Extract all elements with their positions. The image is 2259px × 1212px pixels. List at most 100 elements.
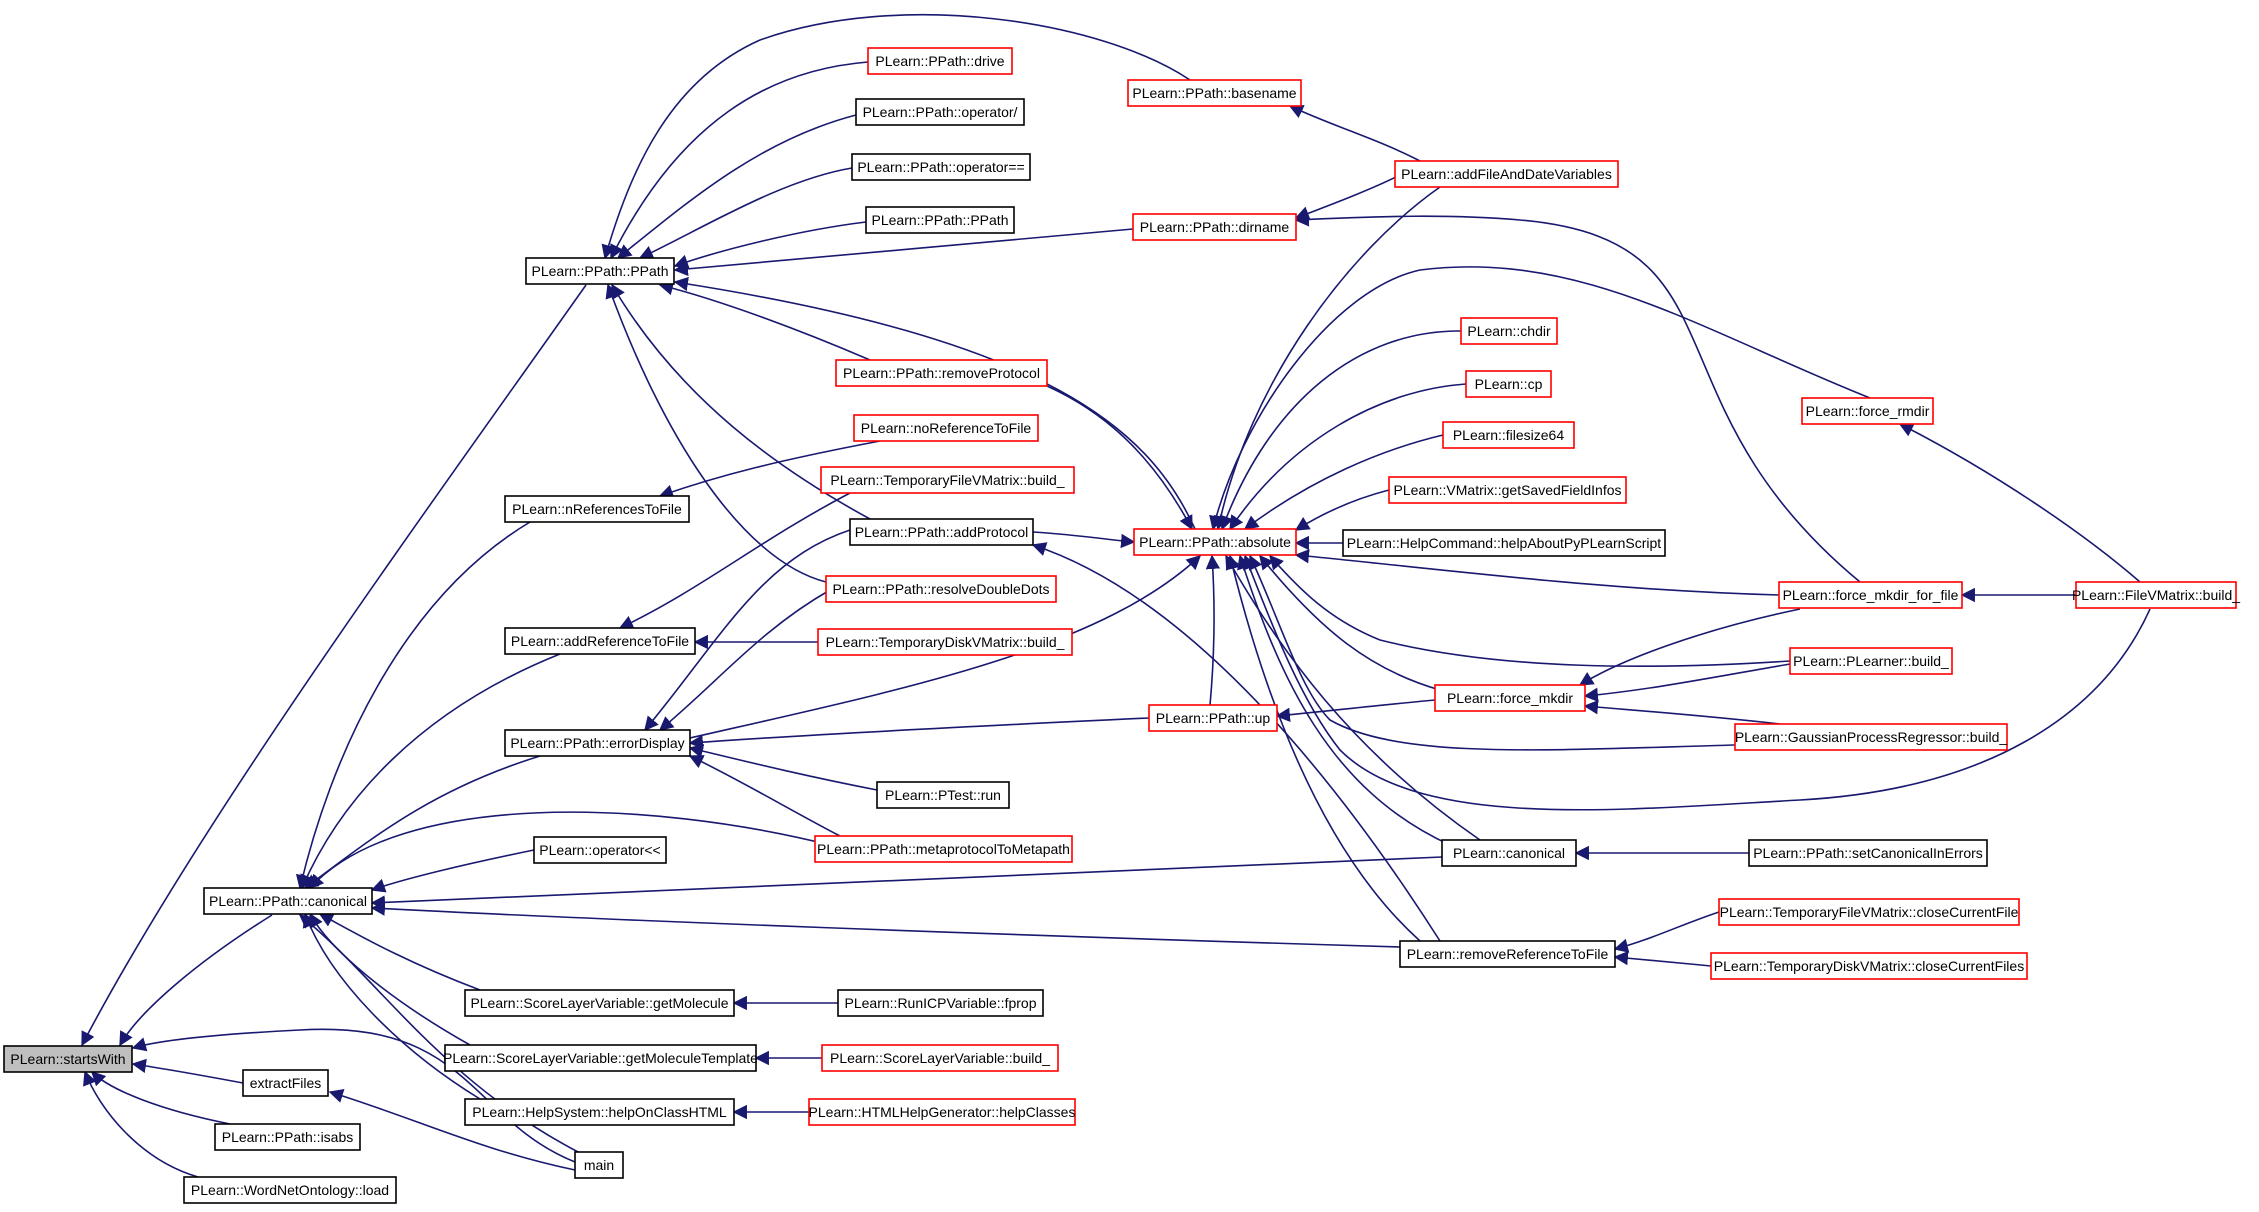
node-removeproto[interactable]: PLearn::PPath::removeProtocol	[835, 359, 1048, 387]
edge-addproto-to-ppath_ppath	[611, 283, 871, 520]
edge-ppath_ppath-to-startsWith	[81, 284, 587, 1047]
node-label: PLearn::PPath::operator/	[863, 104, 1018, 120]
node-tmpfile_build[interactable]: PLearn::TemporaryFileVMatrix::build_	[820, 466, 1075, 494]
node-force_mkdir_file[interactable]: PLearn::force_mkdir_for_file	[1778, 581, 1963, 609]
node-ptest_run[interactable]: PLearn::PTest::run	[876, 781, 1010, 809]
node-box	[203, 887, 373, 915]
node-box	[1441, 839, 1577, 867]
edge-getmoltpl-to-ppath_canonical	[309, 912, 471, 1046]
node-nrefs[interactable]: PLearn::nReferencesToFile	[504, 495, 690, 523]
node-label: PLearn::removeReferenceToFile	[1407, 946, 1609, 962]
node-removeref[interactable]: PLearn::removeReferenceToFile	[1399, 940, 1616, 968]
node-tmpdisk_build[interactable]: PLearn::TemporaryDiskVMatrix::build_	[817, 628, 1073, 656]
nodes: PLearn::startsWithPLearn::PPath::PPathPL…	[3, 47, 2240, 1204]
node-getmoltpl[interactable]: PLearn::ScoreLayerVariable::getMoleculeT…	[443, 1044, 758, 1072]
node-box	[835, 359, 1048, 387]
node-tmpfile_close[interactable]: PLearn::TemporaryFileVMatrix::closeCurre…	[1718, 898, 2020, 926]
edge-force_mkdir_file-to-force_mkdir	[1578, 608, 1801, 686]
edge-opeq-to-ppath_ppath	[638, 167, 853, 260]
node-label: PLearn::WordNetOntology::load	[191, 1182, 389, 1198]
node-setcanon[interactable]: PLearn::PPath::setCanonicalInErrors	[1748, 839, 1988, 867]
edge-force_mkdir-to-absolute	[1259, 554, 1441, 691]
node-label: PLearn::PPath::basename	[1132, 85, 1296, 101]
node-box	[3, 1045, 133, 1073]
node-cp[interactable]: PLearn::cp	[1465, 370, 1552, 398]
node-main[interactable]: main	[574, 1151, 624, 1179]
node-box	[814, 835, 1073, 863]
node-addfiledate[interactable]: PLearn::addFileAndDateVariables	[1394, 160, 1619, 188]
node-label: PLearn::TemporaryFileVMatrix::closeCurre…	[1720, 904, 2019, 920]
node-box	[214, 1123, 361, 1151]
node-box	[533, 836, 667, 864]
node-filevmat_build[interactable]: PLearn::FileVMatrix::build_	[2072, 581, 2240, 609]
node-box	[504, 729, 691, 757]
edge-filevmat_build-to-force_rmdir	[1898, 423, 2141, 583]
node-norefs[interactable]: PLearn::noReferenceToFile	[853, 414, 1039, 442]
node-box	[851, 153, 1031, 181]
edge-extractFiles-to-startsWith	[131, 1058, 244, 1084]
edge-ppath_isabs-to-startsWith	[90, 1070, 231, 1125]
node-absolute[interactable]: PLearn::PPath::absolute	[1133, 528, 1297, 556]
node-metaproto[interactable]: PLearn::PPath::metaprotocolToMetapath	[814, 835, 1073, 863]
node-scorelayer_build[interactable]: PLearn::ScoreLayerVariable::build_	[821, 1044, 1059, 1072]
node-errordisplay[interactable]: PLearn::PPath::errorDisplay	[504, 729, 691, 757]
node-ppath_isabs[interactable]: PLearn::PPath::isabs	[214, 1123, 361, 1151]
node-opeq[interactable]: PLearn::PPath::operator==	[851, 153, 1031, 181]
node-getmol[interactable]: PLearn::ScoreLayerVariable::getMolecule	[464, 989, 735, 1017]
node-ppath_up[interactable]: PLearn::PPath::up	[1148, 704, 1278, 732]
node-plearner_build[interactable]: PLearn::PLearner::build_	[1789, 647, 1953, 675]
node-ppath_ppath2[interactable]: PLearn::PPath::PPath	[865, 206, 1015, 234]
node-getsaved[interactable]: PLearn::VMatrix::getSavedFieldInfos	[1388, 476, 1627, 504]
node-box	[1789, 647, 1953, 675]
edge-canonical_fn-to-absolute	[1225, 554, 1481, 841]
node-addref[interactable]: PLearn::addReferenceToFile	[504, 627, 696, 655]
node-label: PLearn::force_rmdir	[1806, 403, 1930, 419]
node-startsWith[interactable]: PLearn::startsWith	[3, 1045, 133, 1073]
node-box	[2075, 581, 2237, 609]
node-box	[1734, 723, 2008, 751]
node-extractFiles[interactable]: extractFiles	[242, 1069, 329, 1097]
node-box	[1778, 581, 1963, 609]
node-filesize64[interactable]: PLearn::filesize64	[1442, 421, 1575, 449]
node-box	[504, 627, 696, 655]
node-drive[interactable]: PLearn::PPath::drive	[867, 47, 1013, 75]
node-box	[525, 257, 675, 285]
node-opshift[interactable]: PLearn::operator<<	[533, 836, 667, 864]
node-chdir[interactable]: PLearn::chdir	[1460, 317, 1558, 345]
node-ppath_ppath[interactable]: PLearn::PPath::PPath	[525, 257, 675, 285]
node-dirname[interactable]: PLearn::PPath::dirname	[1132, 213, 1297, 241]
node-canonical_fn[interactable]: PLearn::canonical	[1441, 839, 1577, 867]
node-box	[849, 518, 1034, 546]
edge-ppath_ppath2-to-ppath_ppath	[673, 221, 867, 269]
node-label: PLearn::PPath::drive	[875, 53, 1004, 69]
node-box	[855, 98, 1025, 126]
edge-drive-to-ppath_ppath	[610, 61, 869, 260]
node-basename[interactable]: PLearn::PPath::basename	[1127, 79, 1302, 107]
edge-dirname-to-ppath_ppath	[673, 228, 1134, 277]
node-helpabout[interactable]: PLearn::HelpCommand::helpAboutPyPLearnSc…	[1342, 529, 1666, 557]
node-box	[1465, 370, 1552, 398]
node-force_rmdir[interactable]: PLearn::force_rmdir	[1801, 397, 1934, 425]
node-gpr_build[interactable]: PLearn::GaussianProcessRegressor::build_	[1734, 723, 2008, 751]
node-resolvedots[interactable]: PLearn::PPath::resolveDoubleDots	[825, 575, 1057, 603]
node-box	[1718, 898, 2020, 926]
node-box	[1399, 940, 1616, 968]
edge-resolvedots-to-errordisplay	[658, 589, 831, 731]
node-ppath_canonical[interactable]: PLearn::PPath::canonical	[203, 887, 373, 915]
node-runicp[interactable]: PLearn::RunICPVariable::fprop	[837, 989, 1044, 1017]
edge-errordisplay-to-ppath_canonical	[303, 755, 541, 889]
node-label: PLearn::force_mkdir	[1447, 690, 1573, 706]
edge-tmpfile_build-to-addref	[618, 492, 851, 629]
node-label: PLearn::HTMLHelpGenerator::helpClasses	[809, 1104, 1076, 1120]
node-force_mkdir[interactable]: PLearn::force_mkdir	[1434, 684, 1586, 712]
node-wordnet_load[interactable]: PLearn::WordNetOntology::load	[183, 1176, 397, 1204]
node-helpclasses[interactable]: PLearn::HTMLHelpGenerator::helpClasses	[808, 1098, 1076, 1126]
node-tmpdisk_close[interactable]: PLearn::TemporaryDiskVMatrix::closeCurre…	[1710, 952, 2028, 980]
edge-addref-to-ppath_canonical	[300, 653, 561, 890]
edge-nrefs-to-ppath_canonical	[295, 521, 531, 890]
node-addproto[interactable]: PLearn::PPath::addProtocol	[849, 518, 1034, 546]
node-opslash[interactable]: PLearn::PPath::operator/	[855, 98, 1025, 126]
node-helponclass[interactable]: PLearn::HelpSystem::helpOnClassHTML	[464, 1098, 735, 1126]
node-box	[1342, 529, 1666, 557]
edge-absolute-to-ppath_ppath	[673, 276, 1196, 530]
